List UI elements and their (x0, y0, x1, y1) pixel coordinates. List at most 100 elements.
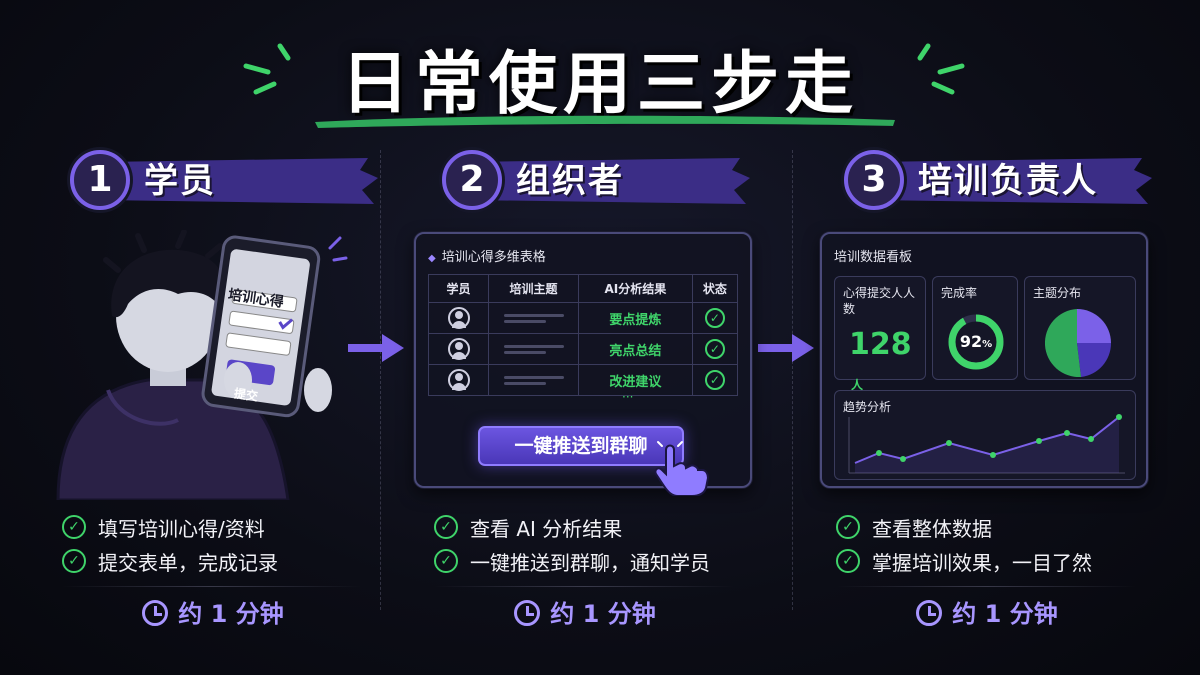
table-row[interactable]: 改进建议 ✓ (428, 364, 739, 396)
card-title-text: 培训心得多维表格 (441, 250, 546, 265)
step-name: 学员 (144, 161, 216, 201)
step-banner (872, 158, 1152, 204)
step-number: 1 (70, 150, 130, 210)
step-bullets: ✓ 查看 AI 分析结果 ✓ 一键推送到群聊，通知学员 (434, 510, 710, 578)
multi-dim-table-card: ◆ 培训心得多维表格 学员 培训主题 AI分析结果 状态 要点提炼 ✓ 亮点总结 … (414, 232, 752, 496)
check-circle-icon: ✓ (62, 515, 86, 539)
student-with-phone-illustration (56, 230, 348, 500)
column-divider (792, 150, 793, 610)
bullet-text: 填写培训心得/资料 (98, 516, 265, 541)
bullet-item: ✓ 提交表单，完成记录 (62, 544, 278, 578)
time-unit: 分钟 (1009, 600, 1058, 628)
separator (434, 586, 734, 587)
user-avatar-icon (447, 338, 470, 360)
clock-icon (916, 600, 943, 626)
column-header: AI分析结果 (578, 274, 693, 303)
bullet-item: ✓ 查看整体数据 (836, 510, 1092, 544)
clock-icon (142, 600, 169, 626)
time-number: 1 (984, 600, 1002, 628)
topic-distribution-tile: 主题分布 (1024, 276, 1136, 380)
completion-rate-tile: 完成率 92% (932, 276, 1018, 380)
push-to-group-button[interactable]: 一键推送到群聊 (478, 426, 684, 466)
check-circle-icon: ✓ (434, 515, 458, 539)
table-row[interactable]: 亮点总结 ✓ (428, 333, 739, 365)
time-unit: 分钟 (607, 600, 656, 628)
step-1-column: 1 学员 培训心得 提交 (48, 148, 408, 648)
time-number: 1 (210, 600, 228, 628)
time-estimate: 约 1 分钟 (420, 594, 750, 629)
completion-ring (948, 314, 1004, 370)
bullet-text: 掌握培训效果，一目了然 (872, 550, 1092, 575)
bullet-item: ✓ 一键推送到群聊，通知学员 (434, 544, 710, 578)
training-dashboard-card: 培训数据看板 心得提交人人数 128人 完成率 92% 主题分布 趋势分析 (820, 232, 1148, 488)
spark-lines-icon (917, 43, 965, 95)
trend-line-chart (848, 414, 1125, 474)
step-header: 2 组织者 (430, 148, 750, 212)
step-bullets: ✓ 查看整体数据 ✓ 掌握培训效果，一目了然 (836, 510, 1092, 578)
stat-value: 128人 (849, 327, 912, 392)
diamond-icon: ◆ (428, 253, 436, 264)
step-name: 培训负责人 (918, 161, 1098, 201)
user-avatar-icon (447, 307, 470, 329)
stat-label: 心得提交人人数 (843, 286, 916, 316)
time-prefix: 约 (550, 600, 575, 628)
step-2-column: 2 组织者 ◆ 培训心得多维表格 学员 培训主题 AI分析结果 状态 要点提炼 ✓… (414, 148, 780, 648)
separator (836, 586, 1136, 587)
column-divider (380, 150, 381, 610)
bullet-item: ✓ 填写培训心得/资料 (62, 510, 278, 544)
feedback-table: 学员 培训主题 AI分析结果 状态 要点提炼 ✓ 亮点总结 ✓ 改进建议 (428, 274, 739, 396)
check-circle-icon: ✓ (836, 515, 860, 539)
title-area: 日常使用三步走 (0, 22, 1200, 132)
placeholder-lines (503, 342, 564, 357)
ai-result-cell: 亮点总结 (578, 333, 693, 365)
step-banner (470, 158, 750, 204)
user-avatar-icon (447, 369, 470, 391)
time-prefix: 约 (178, 600, 203, 628)
arrow-right-icon (348, 334, 404, 362)
check-circle-icon: ✓ (704, 370, 725, 390)
placeholder-lines (503, 373, 564, 388)
time-estimate: 约 1 分钟 (822, 594, 1152, 629)
step-header: 1 学员 (58, 148, 378, 212)
time-estimate: 约 1 分钟 (48, 594, 378, 629)
card-title: ◆ 培训心得多维表格 (428, 246, 546, 265)
column-header: 状态 (691, 274, 739, 303)
page-title: 日常使用三步走 (340, 45, 859, 124)
title-underline (315, 115, 895, 128)
column-header: 培训主题 (488, 274, 579, 303)
stat-label: 主题分布 (1033, 286, 1082, 300)
time-unit: 分钟 (235, 600, 284, 628)
placeholder-lines (503, 311, 564, 326)
bullet-item: ✓ 查看 AI 分析结果 (434, 510, 710, 544)
card-title: 培训数据看板 (834, 250, 913, 265)
check-circle-icon: ✓ (836, 549, 860, 573)
ai-result-cell: 要点提炼 (578, 302, 693, 334)
submitters-stat-tile: 心得提交人人数 128人 (834, 276, 926, 392)
step-header: 3 培训负责人 (832, 148, 1152, 212)
table-row[interactable]: 要点提炼 ✓ (428, 302, 739, 334)
trend-analysis-tile: 趋势分析 (834, 390, 1136, 480)
step-number: 2 (442, 150, 502, 210)
completion-value: 92% (959, 332, 993, 351)
more-ellipsis: ··· (622, 390, 634, 404)
step-name: 组织者 (516, 161, 624, 201)
step-bullets: ✓ 填写培训心得/资料 ✓ 提交表单，完成记录 (62, 510, 278, 578)
step-number: 3 (844, 150, 904, 210)
bullet-text: 查看 AI 分析结果 (470, 516, 623, 541)
check-circle-icon: ✓ (704, 308, 725, 328)
time-number: 1 (582, 600, 600, 628)
bullet-text: 查看整体数据 (872, 516, 992, 541)
separator (62, 586, 362, 587)
time-prefix: 约 (952, 600, 977, 628)
spark-lines-icon (243, 43, 291, 95)
bullet-text: 一键推送到群聊，通知学员 (470, 550, 710, 575)
topic-pie-chart (1044, 309, 1112, 378)
check-circle-icon: ✓ (434, 549, 458, 573)
ai-result-cell: 改进建议 (578, 364, 693, 396)
column-header: 学员 (428, 274, 489, 303)
pointer-hand-icon (654, 441, 710, 496)
table-header-row: 学员 培训主题 AI分析结果 状态 (428, 274, 739, 303)
check-circle-icon: ✓ (62, 549, 86, 573)
step-banner (98, 158, 378, 204)
stat-label: 完成率 (941, 286, 978, 300)
